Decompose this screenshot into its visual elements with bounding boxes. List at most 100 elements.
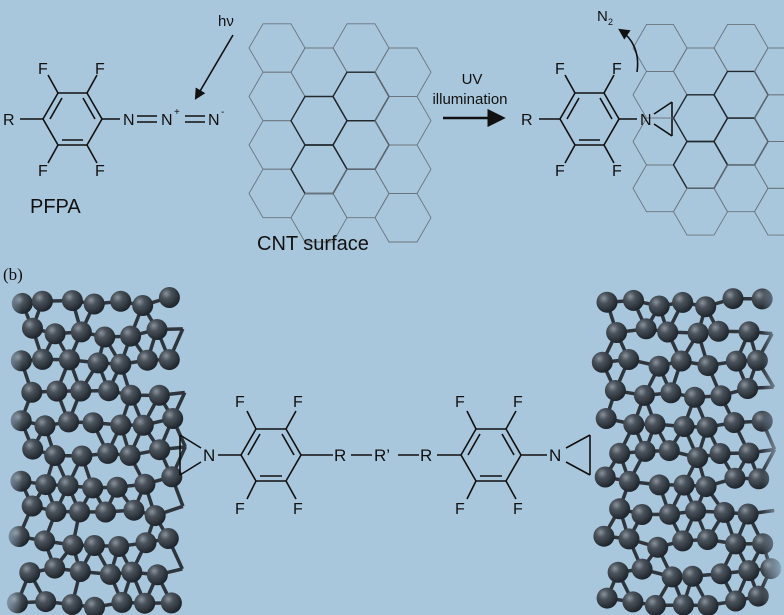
linker-f-8: F — [513, 501, 523, 518]
lattice-hexagon — [248, 71, 306, 122]
lattice-hexagon — [753, 47, 784, 96]
hex-lattice — [248, 23, 432, 243]
carbon-atom — [737, 378, 759, 399]
carbon-atom — [21, 495, 43, 517]
carbon-atom — [710, 385, 732, 407]
carbon-atom — [134, 473, 156, 495]
lattice-hexagon — [290, 95, 348, 146]
carbon-atom — [160, 592, 182, 614]
carbon-atom — [132, 414, 154, 436]
carbon-atom — [673, 474, 695, 496]
carbon-atom — [595, 408, 617, 429]
carbon-atom — [687, 447, 709, 469]
carbon-atom — [672, 594, 694, 615]
linker-r-prime: R’ — [374, 446, 390, 465]
carbon-atom — [46, 380, 68, 402]
carbon-atom — [710, 563, 732, 585]
lattice-hexagon — [374, 47, 432, 97]
light-label: hν — [218, 13, 234, 30]
pfpa-f-top-left: F — [38, 61, 48, 78]
linker-f-3: F — [235, 501, 245, 518]
lattice-hexagon — [713, 117, 769, 166]
product-lattice — [632, 24, 784, 236]
carbon-atom — [83, 293, 105, 315]
carbon-atom — [660, 382, 682, 404]
carbon-atom — [596, 291, 618, 313]
pfpa-benzene-ring — [42, 92, 103, 146]
carbon-atom — [722, 288, 744, 310]
carbon-atom — [21, 381, 43, 403]
carbon-atom — [120, 384, 142, 406]
azide-n1: N — [123, 112, 135, 129]
carbon-atom — [162, 408, 184, 429]
carbon-atom — [618, 470, 640, 492]
carbon-atom — [607, 561, 629, 583]
carbon-atom — [148, 384, 170, 406]
carbon-atom — [673, 416, 695, 437]
carbon-atom — [44, 323, 66, 345]
carbon-atom — [631, 558, 653, 580]
carbon-atom — [672, 291, 694, 313]
n2-label: N — [597, 8, 608, 25]
azide-n2-charge: + — [174, 107, 180, 118]
lattice-hexagon — [374, 144, 432, 194]
lattice-hexagon — [248, 120, 306, 170]
carbon-atom — [635, 318, 657, 340]
carbon-atom — [97, 442, 119, 464]
cnt-surface-label: CNT surface — [257, 233, 369, 255]
lattice-hexagon — [632, 24, 688, 72]
linker-f-6: F — [513, 394, 523, 411]
carbon-atom — [95, 501, 117, 523]
carbon-atom — [120, 325, 142, 347]
pfpa-r: R — [3, 112, 15, 129]
product-f-bottom-left: F — [555, 163, 565, 180]
right-nanotube-atoms — [591, 288, 782, 615]
carbon-atom — [648, 355, 670, 377]
lattice-hexagon — [248, 168, 306, 219]
tube-atoms — [6, 287, 184, 615]
carbon-atom — [644, 413, 666, 435]
carbon-atom — [144, 505, 166, 527]
carbon-atom — [647, 536, 669, 558]
carbon-atom — [658, 440, 680, 462]
left-nanotube-atoms — [6, 287, 187, 615]
carbon-atom — [695, 296, 717, 318]
carbon-atom — [119, 444, 141, 466]
pfpa-name: PFPA — [30, 196, 81, 218]
carbon-atom — [70, 380, 92, 402]
carbon-atom — [82, 477, 104, 499]
carbon-atom — [146, 564, 168, 586]
carbon-atom — [69, 501, 91, 523]
carbon-atom — [94, 326, 116, 348]
carbon-atom — [618, 349, 640, 370]
carbon-atom — [596, 587, 618, 609]
carbon-atom — [58, 349, 80, 371]
carbon-atom — [99, 563, 121, 585]
carbon-atom — [737, 503, 759, 525]
carbon-atom — [70, 321, 92, 343]
carbon-atom — [708, 320, 729, 342]
carbon-atom — [98, 380, 120, 402]
carbon-atom — [45, 501, 67, 522]
pfpa-f-bottom-left: F — [38, 163, 48, 180]
carbon-atom — [34, 530, 56, 552]
product-f-top-right: F — [612, 61, 622, 78]
lattice-hexagon — [713, 70, 769, 119]
carbon-atom — [158, 287, 180, 308]
carbon-atom — [57, 475, 79, 497]
lattice-hexagon — [374, 193, 432, 243]
panel-b: (b) — [0, 265, 784, 615]
cnt-surface-lattice — [248, 23, 432, 243]
product-molecule — [539, 74, 673, 164]
carbon-atom — [723, 412, 745, 433]
carbon-atom — [634, 440, 656, 462]
lattice-hexagon — [290, 47, 348, 97]
carbon-atom — [684, 386, 706, 408]
carbon-atom — [106, 476, 128, 498]
carbon-atom — [593, 525, 615, 547]
lattice-hexagon — [713, 24, 769, 72]
carbon-atom — [738, 560, 760, 582]
linker-r-right: R — [420, 446, 432, 465]
carbon-atom — [623, 413, 645, 435]
carbon-atom — [622, 591, 644, 613]
